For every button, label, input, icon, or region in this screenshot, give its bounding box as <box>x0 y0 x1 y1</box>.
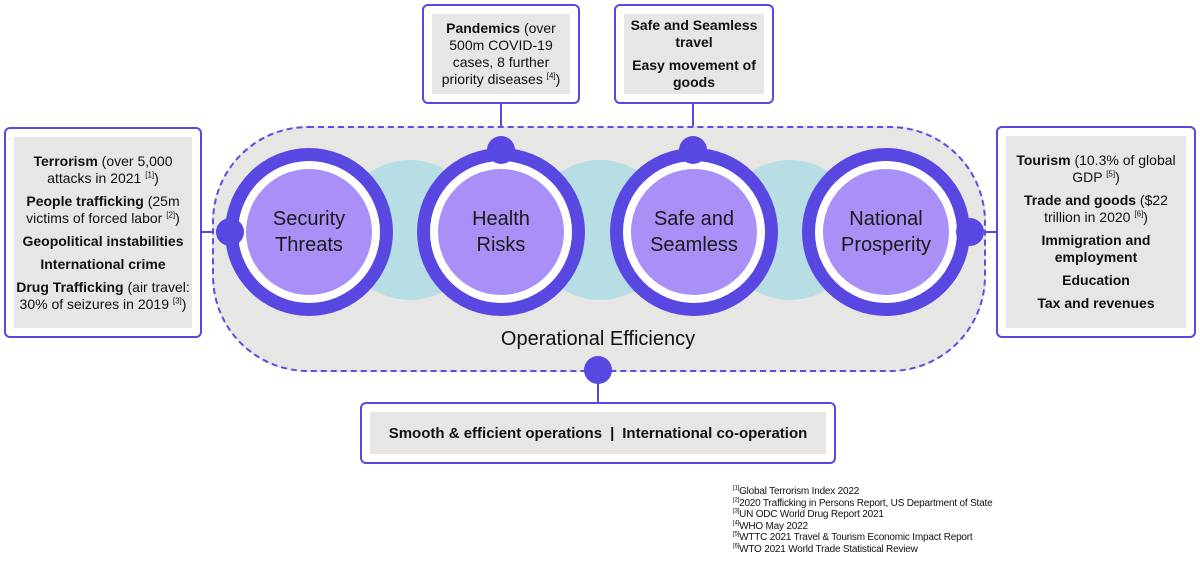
connector-dot-left <box>216 218 244 246</box>
operations-separator: | <box>610 424 615 442</box>
list-item: Safe and Seamless travel <box>630 17 758 50</box>
circle-safe-and-seamless: Safe and Seamless <box>610 148 778 316</box>
circle-label-line1: National <box>849 208 923 230</box>
connector-dot-top-right <box>679 136 707 164</box>
connector-dot-top-left <box>487 136 515 164</box>
references-list: [1]Global Terrorism Index 2022 [2]2020 T… <box>733 485 993 555</box>
reference-item: [4]WHO May 2022 <box>733 520 808 532</box>
list-item: Tax and revenues <box>1037 295 1155 311</box>
security-threats-box: Terrorism (over 5,000 attacks in 2021 [1… <box>4 127 202 338</box>
reference-item: [2]2020 Trafficking in Persons Report, U… <box>733 497 993 509</box>
connector-dot-right <box>956 218 984 246</box>
list-item: Drug Trafficking (air travel: 30% of sei… <box>16 278 190 312</box>
circle-security-threats: Security Threats <box>225 148 393 316</box>
list-item: Immigration and employment <box>1041 232 1151 265</box>
reference-item: [6]WTO 2021 World Trade Statistical Revi… <box>733 543 918 555</box>
circle-label-line2: Risks <box>476 234 526 256</box>
reference-item: [3]UN ODC World Drug Report 2021 <box>733 508 884 520</box>
list-item: Tourism (10.3% of global GDP [5]) <box>1016 152 1176 185</box>
circle-label-line2: Seamless <box>650 234 738 256</box>
list-item: People trafficking (25m victims of force… <box>26 192 180 226</box>
circle-label-line1: Health <box>472 208 530 230</box>
circle-label-line1: Security <box>272 208 346 230</box>
connector-dot-bottom <box>584 356 612 384</box>
operations-left-label: Smooth & efficient operations <box>388 424 603 442</box>
list-item: Geopolitical instabilities <box>22 232 184 249</box>
list-item: International crime <box>40 255 166 272</box>
circle-label-line2: Threats <box>275 234 343 256</box>
circle-health-risks: Health Risks <box>417 148 585 316</box>
safe-and-seamless-box: Safe and Seamless travel Easy movement o… <box>614 4 774 104</box>
list-item: Easy movement of goods <box>632 57 756 90</box>
national-prosperity-box: Tourism (10.3% of global GDP [5]) Trade … <box>996 126 1196 338</box>
circle-national-prosperity: National Prosperity <box>802 148 970 316</box>
list-item: Trade and goods ($22 trillion in 2020 [6… <box>1024 192 1168 225</box>
reference-item: [1]Global Terrorism Index 2022 <box>733 485 860 497</box>
list-item: Terrorism (over 5,000 attacks in 2021 [1… <box>33 152 173 186</box>
list-item: Pandemics (over 500m COVID-19 cases, 8 f… <box>441 20 561 87</box>
reference-item: [5]WTTC 2021 Travel & Tourism Economic I… <box>733 531 973 543</box>
circle-label-line1: Safe and <box>653 208 735 230</box>
operational-efficiency-label: Operational Efficiency <box>500 328 696 350</box>
operations-box: Smooth & efficient operations | Internat… <box>360 402 836 464</box>
operations-right-label: International co-operation <box>622 424 808 442</box>
health-risks-box: Pandemics (over 500m COVID-19 cases, 8 f… <box>422 4 580 104</box>
circle-label-line2: Prosperity <box>840 234 932 256</box>
list-item: Education <box>1062 272 1130 288</box>
